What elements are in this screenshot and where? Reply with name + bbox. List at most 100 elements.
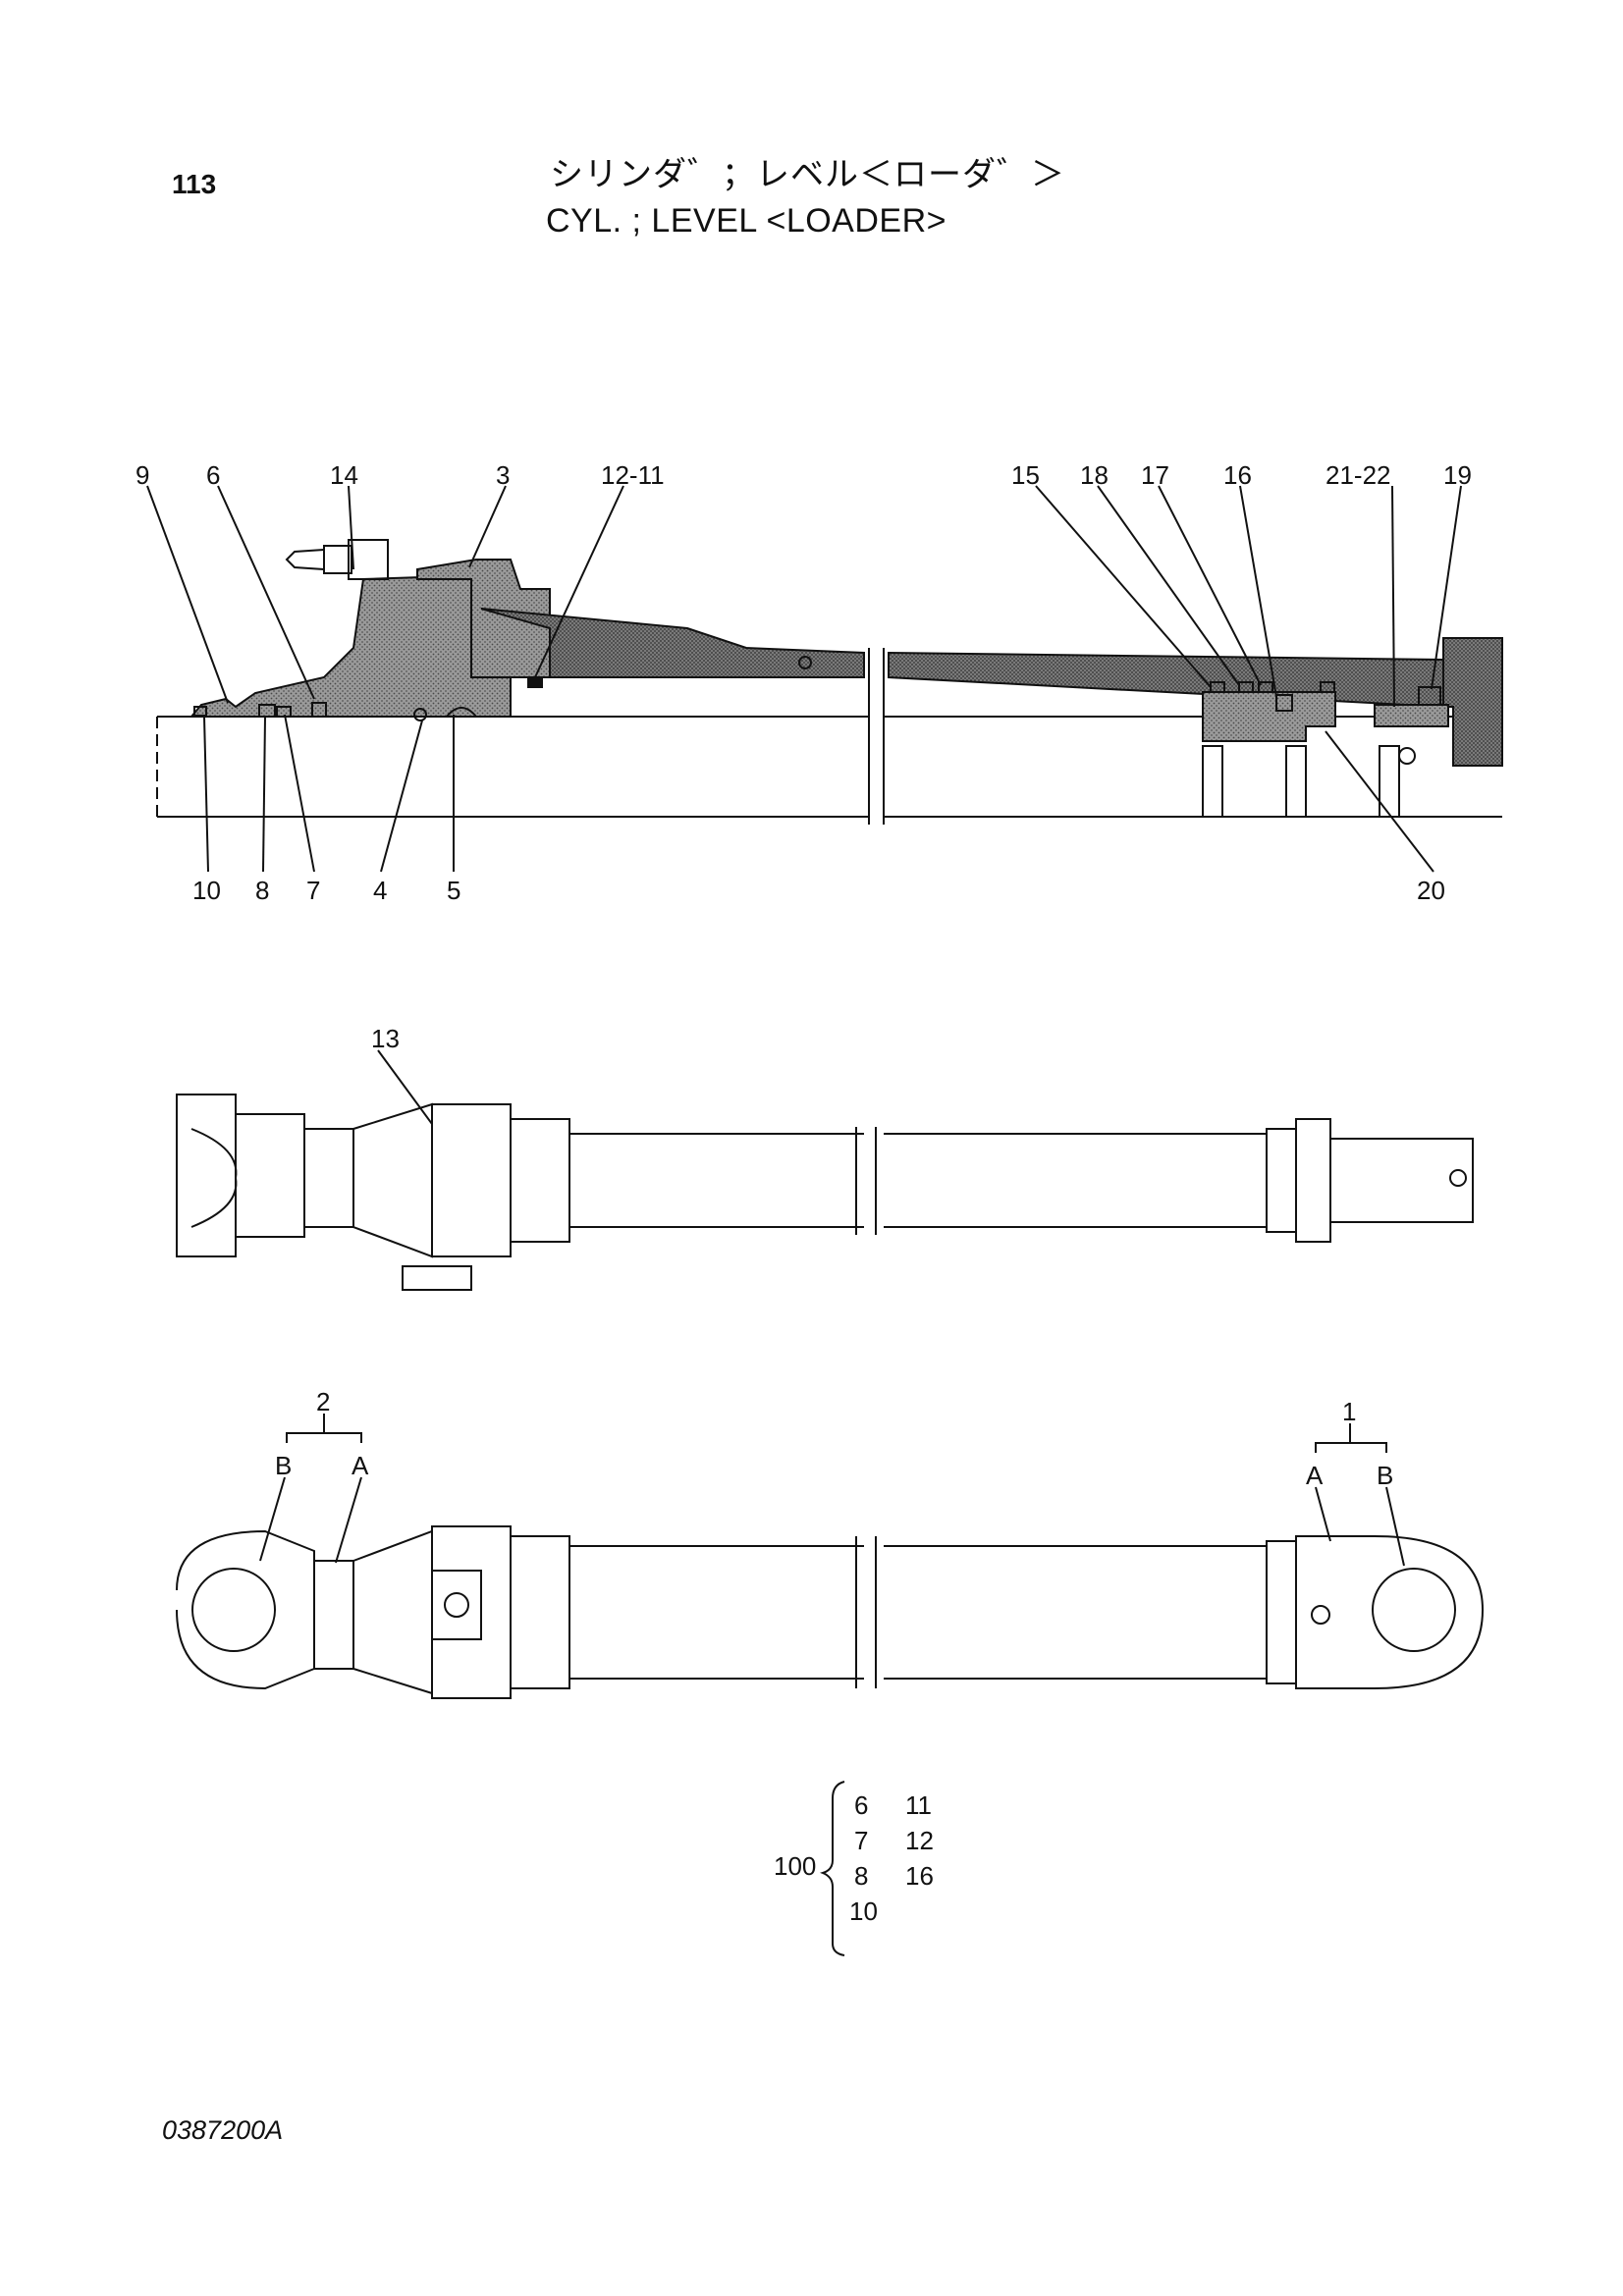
callout-8: 8: [255, 876, 269, 905]
head-collar: [510, 1118, 570, 1243]
section-callouts-bottom: 10 8 7 4 5 20: [192, 876, 1445, 905]
plug: [798, 656, 812, 669]
group-brackets: [259, 1414, 1405, 1567]
gland-flange: [431, 1103, 512, 1257]
grease-mark: [1449, 1169, 1467, 1187]
label-1a: A: [1306, 1461, 1324, 1490]
label-2b: B: [275, 1451, 292, 1480]
callout-10: 10: [192, 876, 221, 905]
fitting-nut: [323, 545, 352, 574]
callout-15: 15: [1011, 460, 1040, 490]
callout-1: 1: [1342, 1397, 1356, 1426]
callout-3: 3: [496, 460, 510, 490]
head-collar-side: [510, 1535, 570, 1689]
top-view: [176, 1094, 1474, 1291]
drawing-number: 0387200A: [162, 2115, 284, 2145]
seal-6: [311, 702, 327, 718]
tube-end-eye: [1330, 1138, 1474, 1223]
seal-17: [1258, 681, 1273, 693]
section-view: [156, 539, 1503, 829]
oring-5: [413, 708, 427, 721]
tube-eye-outer: [1295, 1535, 1485, 1689]
piston: [1202, 691, 1336, 742]
bracket-1: [1315, 1442, 1387, 1453]
piston-rib-3: [1379, 745, 1400, 818]
tube-wall-right: [888, 651, 1444, 709]
break-gap: [870, 643, 883, 829]
rod-eye-bore: [191, 1568, 276, 1652]
rod-end-neck: [235, 1113, 305, 1238]
leader-13: [377, 1049, 433, 1125]
callout-21-22: 21-22: [1325, 460, 1391, 490]
gland-taper: [352, 1102, 433, 1258]
kit-row2-a: 7: [854, 1826, 868, 1855]
port-hole: [444, 1592, 469, 1618]
rod-neck: [313, 1560, 354, 1670]
port-block: [431, 1570, 482, 1640]
gland-housing: [189, 565, 512, 718]
callout-16: 16: [1223, 460, 1252, 490]
seal-16: [1275, 694, 1293, 712]
setscrew-19: [1418, 686, 1441, 706]
gland-taper-side: [352, 1529, 433, 1695]
kit-row3-b: 16: [905, 1861, 934, 1891]
callout-5: 5: [447, 876, 460, 905]
steel-ball-21-22: [1398, 747, 1416, 765]
fitting-nipple: [285, 549, 325, 570]
gland-flange-side: [431, 1525, 512, 1699]
title-japanese: シリンダ゛；レベル＜ローダ゛＞: [550, 156, 1065, 193]
label-2a: A: [352, 1451, 369, 1480]
callout-14: 14: [330, 460, 358, 490]
seal-10: [193, 706, 207, 717]
kit-brace: [819, 1781, 845, 1956]
label-1b: B: [1377, 1461, 1393, 1490]
callout-13: 13: [371, 1024, 400, 1053]
callout-9: 9: [135, 460, 149, 490]
seal-18: [1238, 681, 1254, 693]
seal-kit-table: 100 6 11 7 12 8 16 10: [774, 1781, 934, 1956]
kit-number: 100: [774, 1851, 816, 1881]
kit-row3-a: 8: [854, 1861, 868, 1891]
callout-20: 20: [1417, 876, 1445, 905]
tube-eye-bore: [1372, 1568, 1456, 1652]
group-labels: 2 B A 1 A B: [275, 1387, 1393, 1490]
bracket-2: [286, 1432, 362, 1443]
rod-end-block: [176, 1094, 237, 1257]
seal-band: [1320, 681, 1335, 693]
seal-8: [258, 704, 276, 718]
callout-4: 4: [373, 876, 387, 905]
piston-rib-2: [1285, 745, 1307, 818]
oring-4: [446, 707, 477, 718]
rod-eye-outer: [176, 1529, 315, 1690]
callout-17: 17: [1141, 460, 1169, 490]
kit-row2-b: 12: [905, 1826, 934, 1855]
tube-grease: [1311, 1605, 1330, 1625]
side-view: [176, 1525, 1485, 1699]
tube-end-ring: [1266, 1128, 1297, 1233]
section-callouts-top: 9 6 14 3 12-11 15 18 17 16 21-22 19: [135, 460, 1472, 490]
callout-7: 7: [306, 876, 320, 905]
title-english: CYL. ; LEVEL <LOADER>: [546, 202, 947, 240]
ring-12-11: [527, 676, 543, 688]
tube-end-cap: [1442, 637, 1503, 767]
tube-end-collar: [1295, 1118, 1331, 1243]
callout-2: 2: [316, 1387, 330, 1416]
callout-18: 18: [1080, 460, 1109, 490]
kit-row1-b: 11: [905, 1790, 932, 1820]
callout-12-11: 12-11: [601, 460, 665, 490]
tube-side-ring: [1266, 1540, 1297, 1684]
piston-nut: [1374, 704, 1449, 727]
section-leaders: [146, 485, 1462, 873]
kit-row1-a: 6: [854, 1790, 868, 1820]
fitting-body: [348, 539, 389, 580]
callout-19: 19: [1443, 460, 1472, 490]
page-number: 113: [172, 169, 217, 199]
callout-6: 6: [206, 460, 220, 490]
piston-rib-1: [1202, 745, 1223, 818]
fitting-port: [402, 1265, 472, 1291]
rod-collar: [303, 1128, 354, 1228]
rod-end-ball: [190, 1128, 238, 1228]
kit-row4-a: 10: [849, 1896, 878, 1926]
seal-7: [276, 706, 292, 718]
